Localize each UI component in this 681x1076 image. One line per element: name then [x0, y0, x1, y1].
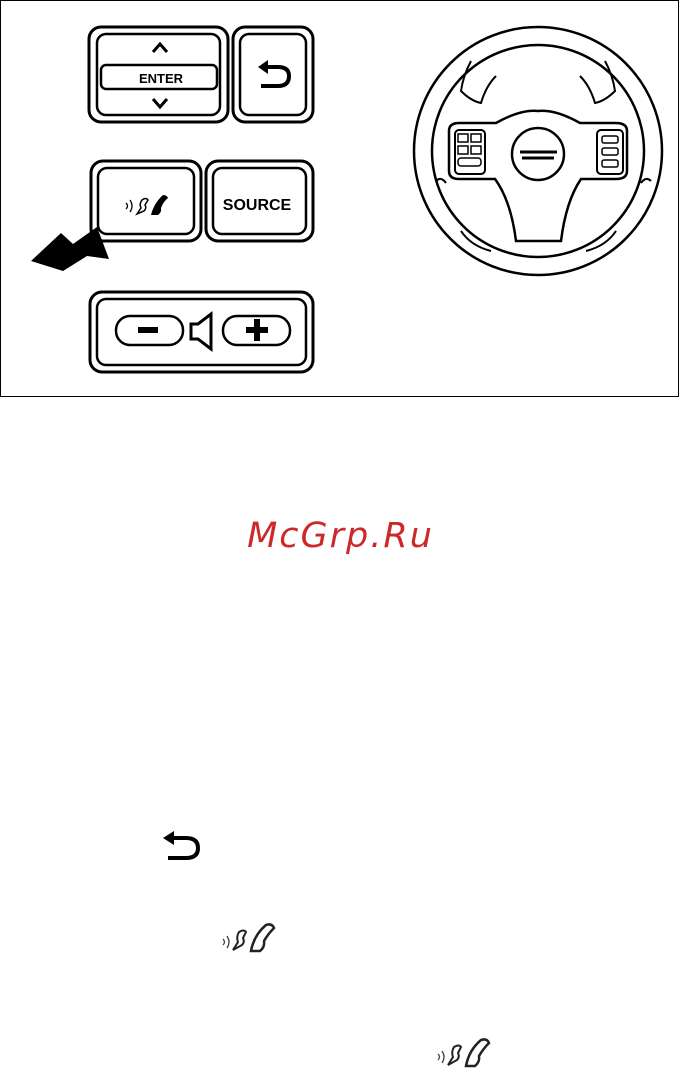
chevron-up-icon	[153, 44, 167, 52]
talk-phone-icon	[432, 1032, 498, 1076]
source-button[interactable]: SOURCE	[206, 161, 313, 241]
figure-drawing: ENTER SOURCE	[1, 1, 680, 398]
talk-phone-icon	[126, 195, 168, 215]
back-button[interactable]	[233, 27, 313, 122]
pointer-arrow-icon	[31, 227, 109, 271]
steering-wheel-icon	[414, 27, 662, 275]
watermark-text: McGrp.Ru	[0, 516, 681, 556]
chevron-down-icon	[153, 99, 167, 107]
volume-rocker[interactable]	[90, 292, 313, 372]
minus-icon	[138, 327, 158, 333]
speaker-icon	[191, 314, 211, 349]
plus-icon	[246, 319, 268, 341]
source-label: SOURCE	[223, 197, 292, 214]
enter-rocker-button[interactable]: ENTER	[89, 27, 228, 122]
back-arrow-icon	[160, 830, 206, 870]
talk-phone-icon	[217, 917, 283, 957]
controls-figure: ENTER SOURCE	[0, 0, 679, 397]
enter-label: ENTER	[139, 71, 184, 86]
talk-phone-button[interactable]	[91, 161, 201, 241]
